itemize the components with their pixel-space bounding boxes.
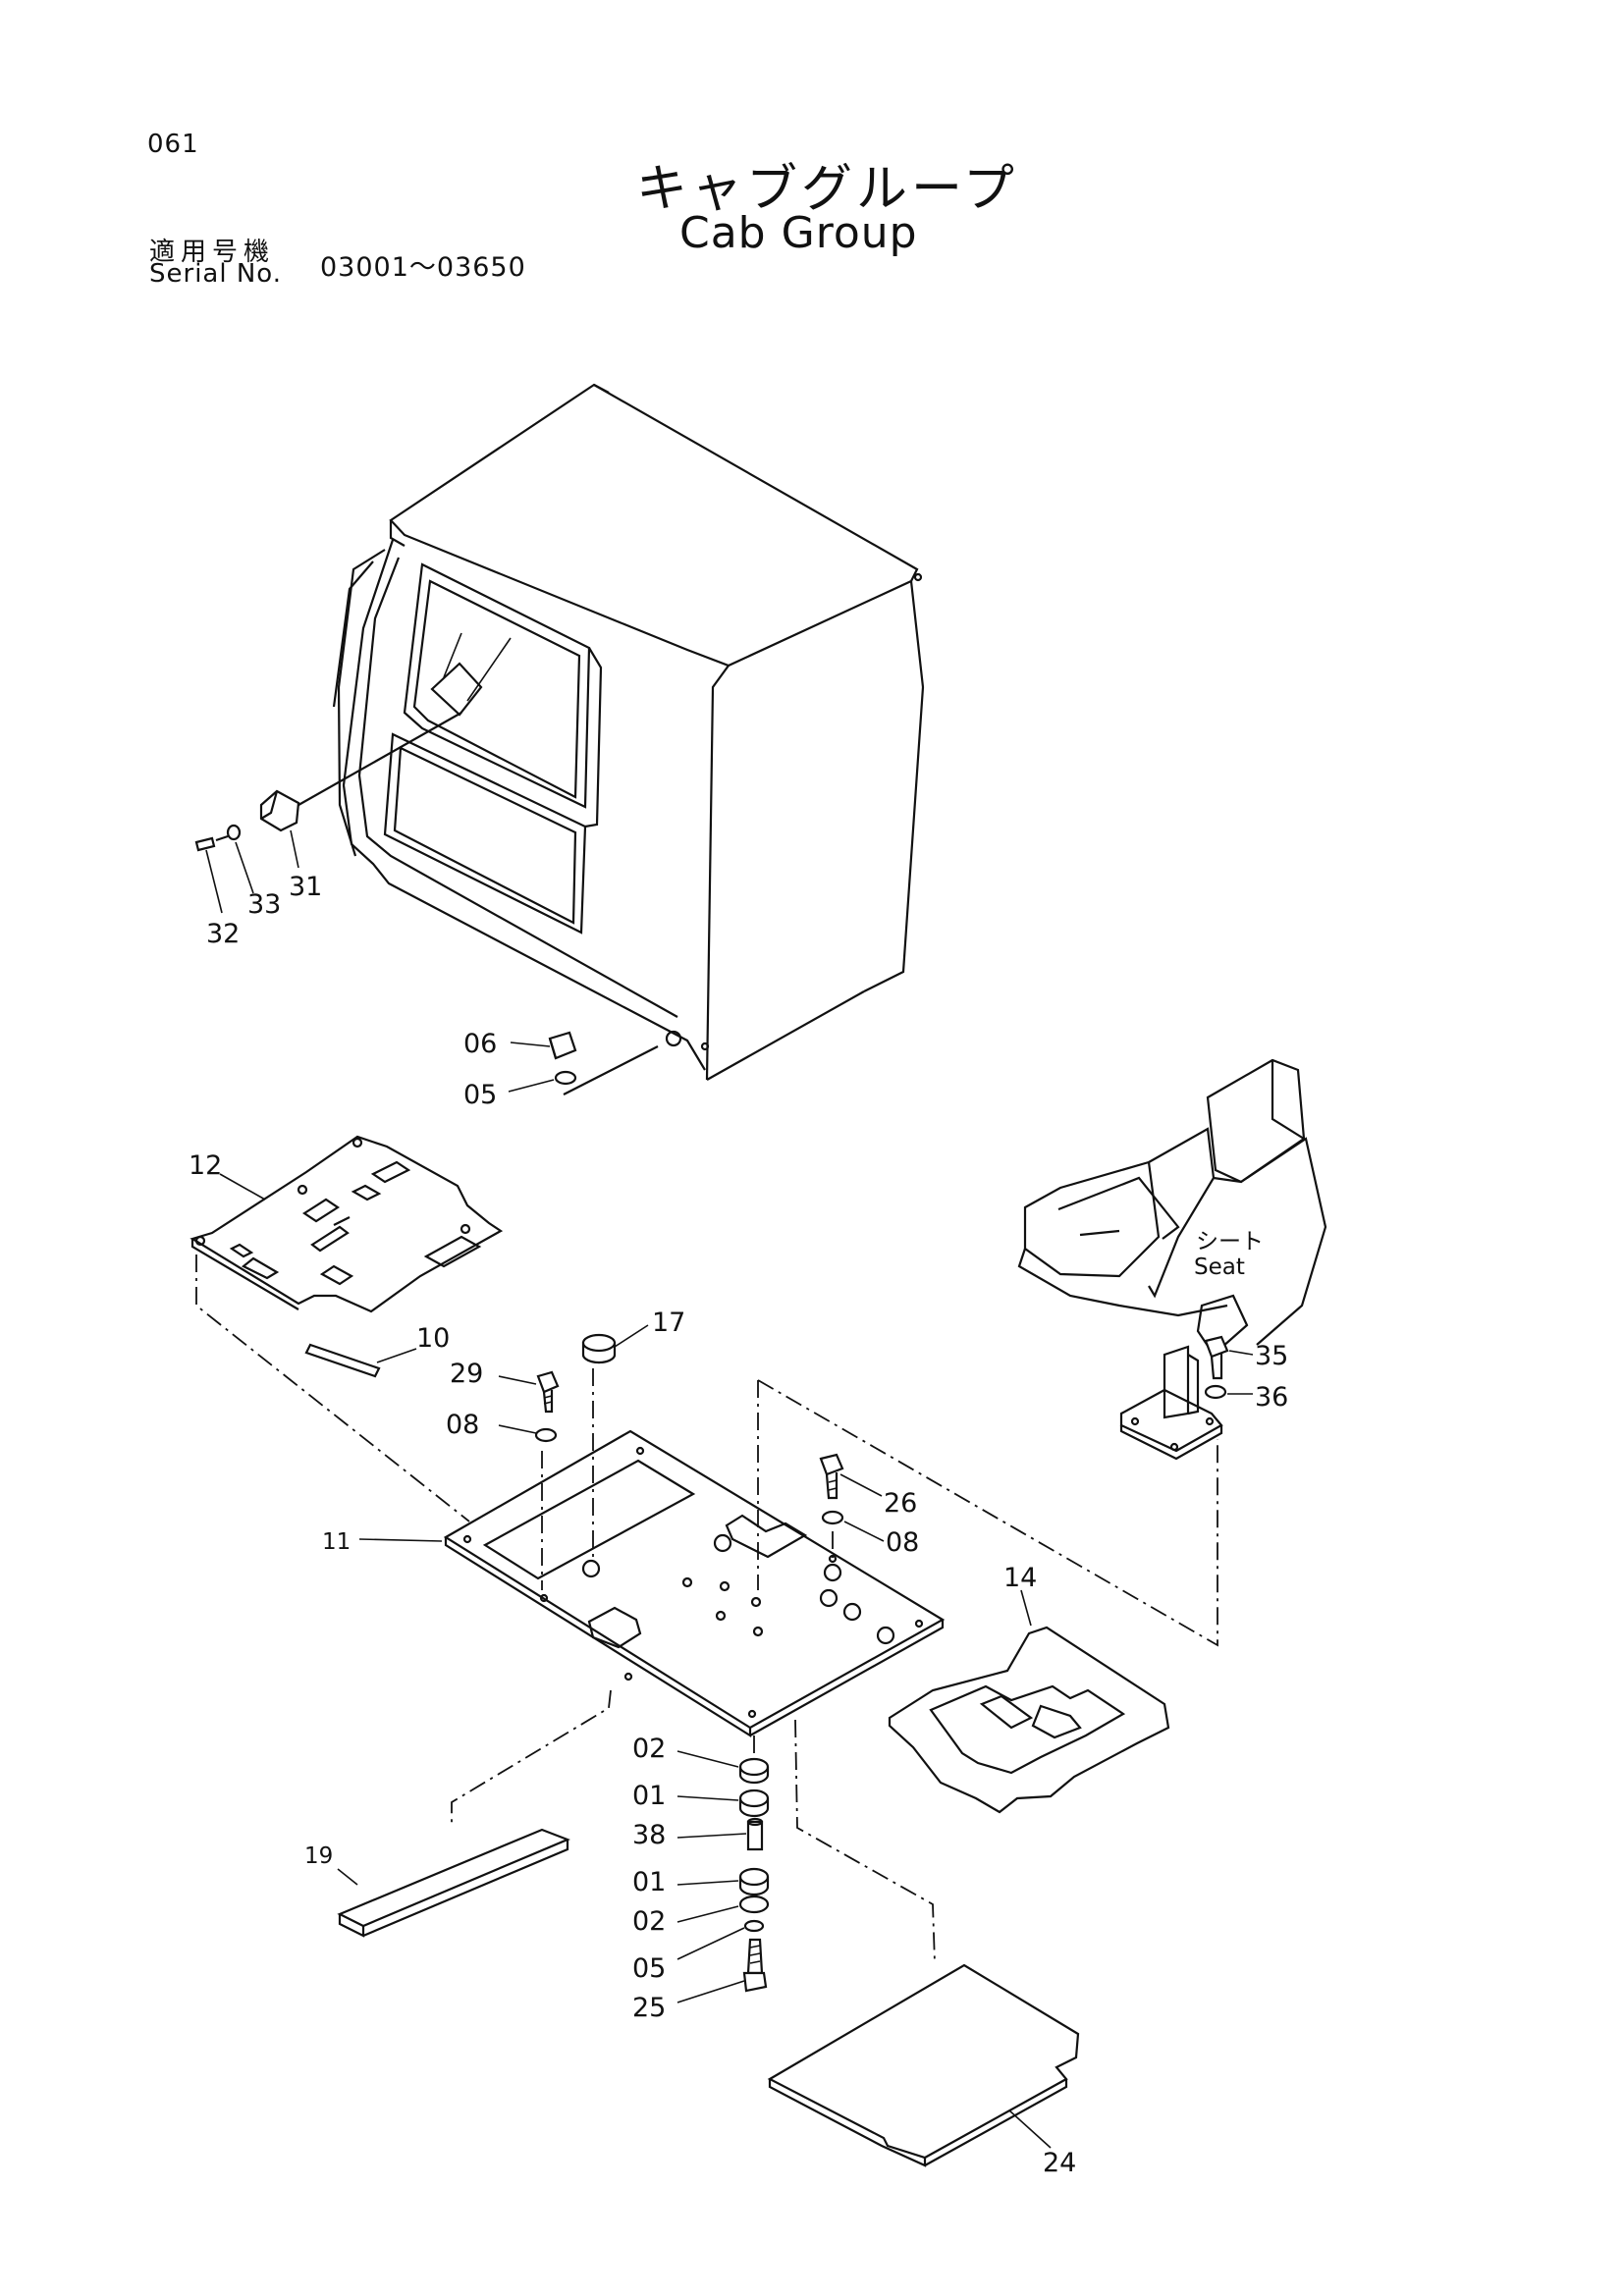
mount-stack: [738, 1757, 770, 1993]
part-10-strip: [304, 1343, 381, 1378]
label-29: 29: [450, 1359, 483, 1389]
part-11-main-floor-plate: [443, 1429, 946, 1737]
label-08-right: 08: [886, 1527, 919, 1558]
part-08-washer: [534, 1427, 558, 1443]
part-36-washer: [1204, 1384, 1227, 1400]
part-29-bolt: [536, 1370, 560, 1414]
label-11: 11: [322, 1529, 351, 1555]
part-26-bolt: [819, 1453, 844, 1500]
label-17: 17: [652, 1308, 685, 1338]
title-english: Cab Group: [679, 208, 918, 258]
seat-assembly: [1017, 1058, 1327, 1461]
part-06-05-nut-washer: [548, 1031, 577, 1086]
serial-range: 03001〜03650: [320, 252, 526, 283]
label-25: 25: [632, 1993, 666, 2023]
part-14-floor-mat: [888, 1626, 1170, 1814]
label-08: 08: [446, 1410, 479, 1440]
label-01-top: 01: [632, 1781, 666, 1811]
page-number: 061: [147, 130, 199, 159]
seat-label-japanese: シート: [1196, 1229, 1264, 1255]
label-02-top: 02: [632, 1734, 666, 1764]
serial-label-english: Serial No.: [149, 259, 282, 289]
label-38: 38: [632, 1820, 666, 1850]
title-japanese: キャブグループ: [636, 160, 1018, 219]
seat-label-english: Seat: [1194, 1255, 1245, 1280]
label-01-bottom: 01: [632, 1867, 666, 1897]
label-32: 32: [206, 919, 240, 949]
label-06: 06: [463, 1029, 497, 1059]
cab-body: [332, 383, 925, 1081]
label-05-bottom: 05: [632, 1953, 666, 1984]
part-12-floor-plate: [189, 1135, 504, 1313]
label-02-bottom: 02: [632, 1906, 666, 1937]
part-17-plug: [581, 1333, 617, 1364]
label-05: 05: [463, 1080, 497, 1110]
label-36: 36: [1255, 1382, 1288, 1413]
part-08-washer-right: [821, 1510, 844, 1525]
label-14: 14: [1003, 1563, 1037, 1593]
label-26: 26: [884, 1488, 917, 1519]
assembly-lines: [195, 1255, 1218, 1964]
label-24: 24: [1043, 2148, 1076, 2178]
label-33: 33: [247, 889, 281, 920]
part-31-32-33-hardware: [194, 789, 300, 852]
serial-label-japanese: 適用号機: [149, 238, 276, 267]
part-19-strip: [337, 1828, 570, 1938]
label-10: 10: [416, 1323, 450, 1354]
part-35-bolt: [1204, 1335, 1229, 1380]
label-19: 19: [304, 1843, 333, 1869]
label-12: 12: [189, 1150, 222, 1181]
label-31: 31: [289, 872, 322, 902]
label-35: 35: [1255, 1341, 1288, 1371]
part-24-mat: [767, 1963, 1080, 2167]
